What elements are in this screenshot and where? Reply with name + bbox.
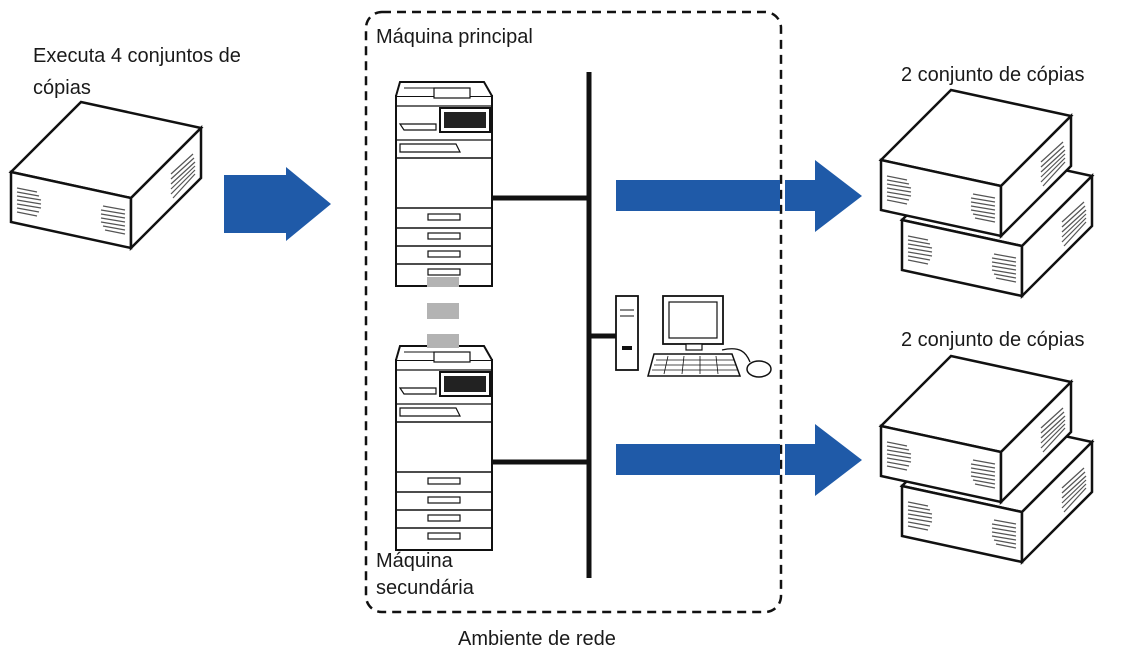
computer-icon [615, 295, 772, 378]
secondary-machine-icon [395, 345, 493, 551]
network-label: Ambiente de rede [458, 628, 616, 650]
output-bottom-label: 2 conjunto de cópias [901, 329, 1085, 351]
source-label-line1: Executa 4 conjuntos de [33, 45, 241, 67]
main-machine-label: Máquina principal [376, 26, 533, 48]
secondary-machine-label-line2: secundária [376, 577, 474, 599]
machine-link-icon [427, 277, 459, 348]
secondary-machine-label-line1: Máquina [376, 550, 453, 572]
network-bus [492, 72, 616, 578]
input-arrow-icon [224, 167, 331, 241]
output-arrow-bottom-icon [616, 424, 862, 496]
source-label-line2: cópias [33, 77, 91, 99]
output-top-label: 2 conjunto de cópias [901, 64, 1085, 86]
output-arrow-top-icon [616, 160, 862, 232]
network-boundary [364, 10, 783, 614]
main-machine-icon [395, 81, 493, 287]
source-paper-stack-icon [9, 100, 203, 250]
